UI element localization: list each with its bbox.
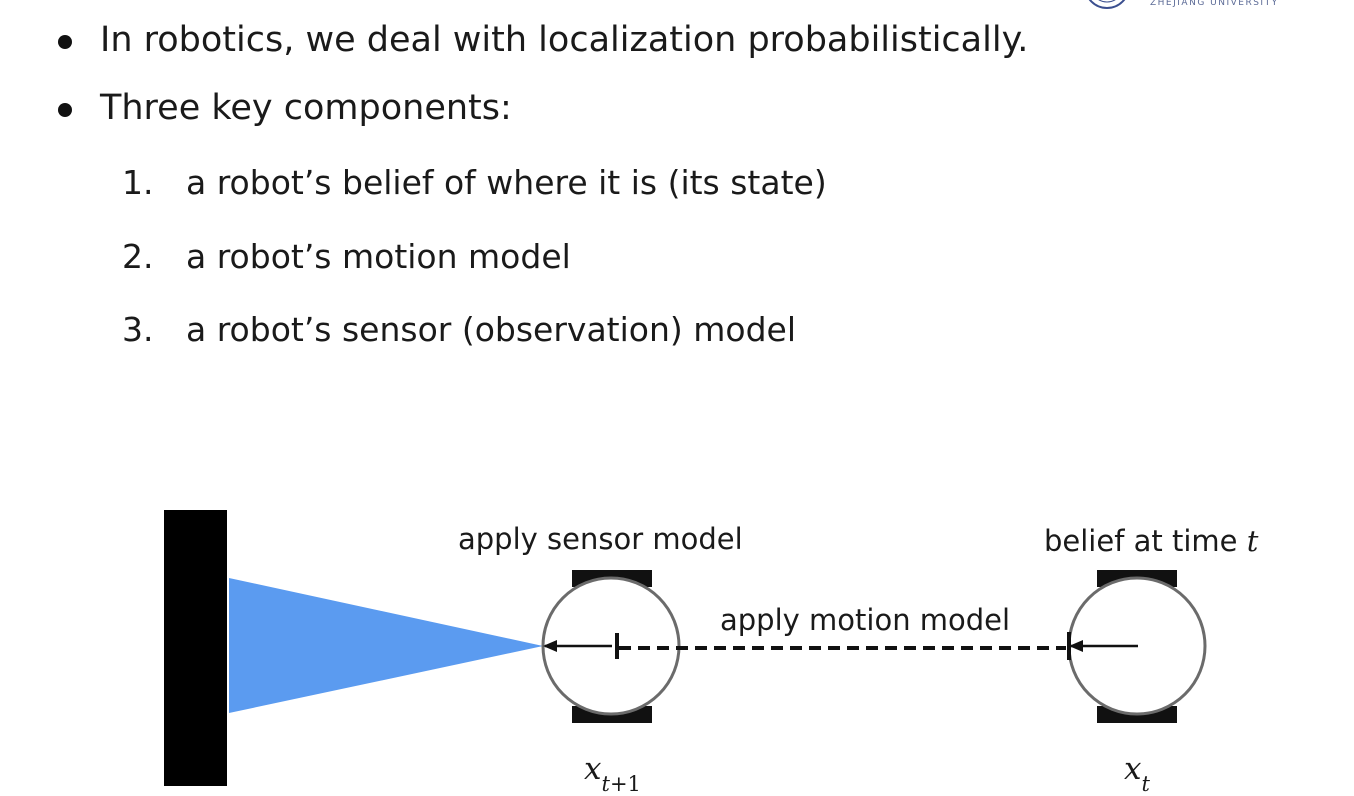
bullet-dot-icon <box>58 35 72 49</box>
wall <box>164 510 227 786</box>
motion-model-label: apply motion model <box>720 603 1011 637</box>
component-text: a robot’s sensor (observation) model <box>186 310 797 349</box>
current-state-base: x <box>1124 751 1142 787</box>
component-text: a robot’s belief of where it is (its sta… <box>186 163 827 202</box>
bullet-dot-icon <box>58 103 72 117</box>
belief-label: belief at time t <box>1044 524 1258 558</box>
belief-time-variable: t <box>1246 524 1259 558</box>
robot-current <box>1067 570 1207 723</box>
sensor-cone <box>229 578 543 713</box>
robot-next <box>541 570 681 723</box>
university-name: ZHEJIANG UNIVERSITY <box>1150 0 1279 8</box>
next-state-label: xt+1 <box>584 751 641 796</box>
bullet-text: In robotics, we deal with localization p… <box>100 20 1029 60</box>
sensor-model-label: apply sensor model <box>458 522 743 556</box>
current-state-subscript: t <box>1141 772 1149 796</box>
component-number: 1. <box>122 163 154 202</box>
current-state-sub-var: t <box>1141 772 1150 796</box>
component-number: 3. <box>122 310 154 349</box>
current-state-label: xt <box>1124 751 1150 796</box>
university-seal-icon <box>1088 0 1126 9</box>
university-logo: ZHEJIANG UNIVERSITY <box>1082 0 1322 10</box>
component-text: a robot’s motion model <box>186 237 571 276</box>
next-state-sub-var: t <box>601 772 610 796</box>
next-state-sub-rest: +1 <box>609 772 641 796</box>
next-state-subscript: t+1 <box>601 772 640 796</box>
next-state-base: x <box>584 751 602 787</box>
bullet-text: Three key components: <box>100 88 512 128</box>
belief-label-text: belief at time <box>1044 524 1238 558</box>
component-number: 2. <box>122 237 154 276</box>
